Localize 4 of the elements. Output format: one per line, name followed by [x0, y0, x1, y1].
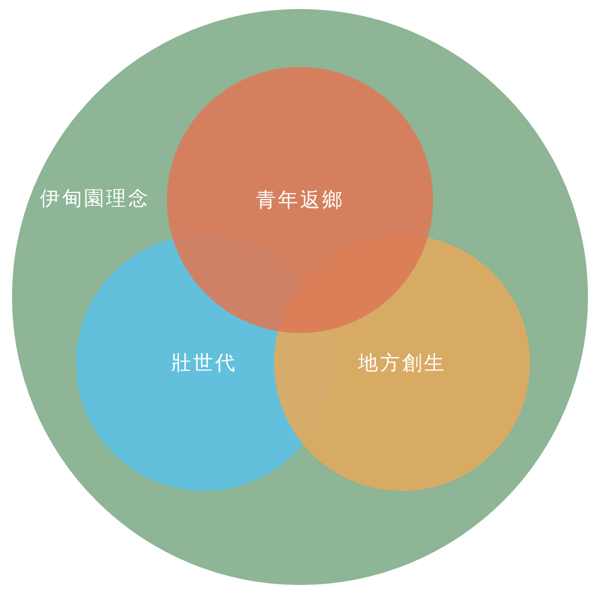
circle-label: 伊甸園理念 [40, 185, 150, 212]
circle-label: 壯世代 [171, 350, 237, 376]
circle-label: 地方創生 [358, 350, 446, 376]
circle-label: 青年返鄉 [256, 186, 344, 214]
